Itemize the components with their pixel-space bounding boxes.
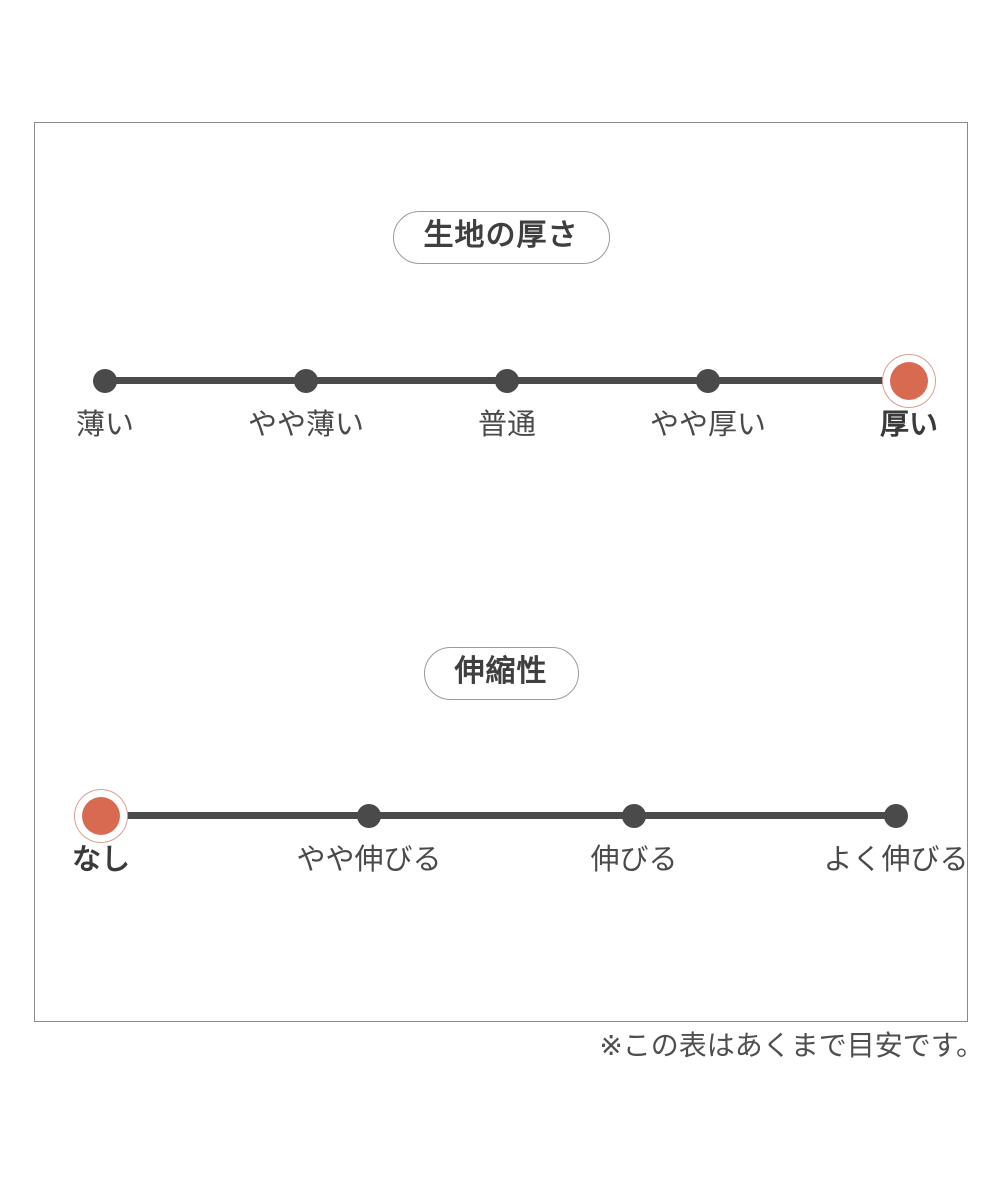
scale-labels-fabric-thickness: 薄い やや薄い 普通 やや厚い 厚い [35, 411, 967, 471]
scale-node-stretchability-1[interactable] [357, 804, 381, 828]
scale-labels-stretchability: なし やや伸びる 伸びる よく伸びる [35, 844, 969, 906]
scale-label-fabric-thickness-4: 厚い [879, 409, 939, 441]
scale-node-stretchability-3[interactable] [884, 804, 908, 828]
scale-node-stretchability-2[interactable] [622, 804, 646, 828]
scale-label-stretchability-2: 伸びる [590, 844, 678, 876]
scale-node-fabric-thickness-3[interactable] [696, 369, 720, 393]
scale-track-fabric-thickness [35, 351, 967, 411]
section-badge-fabric-thickness: 生地の厚さ [392, 211, 610, 264]
scale-track-stretchability [35, 786, 967, 846]
fabric-spec-card: 生地の厚さ 薄い やや薄い 普通 やや厚い 厚い 伸縮性 [34, 122, 969, 1022]
scale-label-fabric-thickness-1: やや薄い [247, 409, 365, 441]
scale-stretchability: なし やや伸びる 伸びる よく伸びる [35, 786, 969, 916]
scale-node-stretchability-0-selected[interactable] [82, 797, 120, 835]
footnote-disclaimer: ※この表はあくまで目安です。 [599, 1030, 984, 1061]
scale-label-stretchability-1: やや伸びる [296, 844, 442, 876]
scale-node-fabric-thickness-1[interactable] [294, 369, 318, 393]
scale-label-stretchability-3: よく伸びる [823, 844, 969, 876]
scale-track-line [101, 812, 896, 819]
scale-node-fabric-thickness-2[interactable] [495, 369, 519, 393]
scale-label-fabric-thickness-2: 普通 [477, 409, 537, 441]
scale-node-fabric-thickness-4-selected[interactable] [890, 362, 928, 400]
scale-node-fabric-thickness-0[interactable] [93, 369, 117, 393]
scale-fabric-thickness: 薄い やや薄い 普通 やや厚い 厚い [35, 351, 967, 481]
scale-label-fabric-thickness-3: やや厚い [649, 409, 767, 441]
section-badge-fabric-thickness-wrap: 生地の厚さ [35, 211, 967, 264]
section-badge-stretchability: 伸縮性 [423, 647, 579, 700]
scale-label-stretchability-0: なし [71, 844, 131, 876]
scale-label-fabric-thickness-0: 薄い [75, 409, 135, 441]
section-badge-stretchability-wrap: 伸縮性 [35, 647, 967, 700]
